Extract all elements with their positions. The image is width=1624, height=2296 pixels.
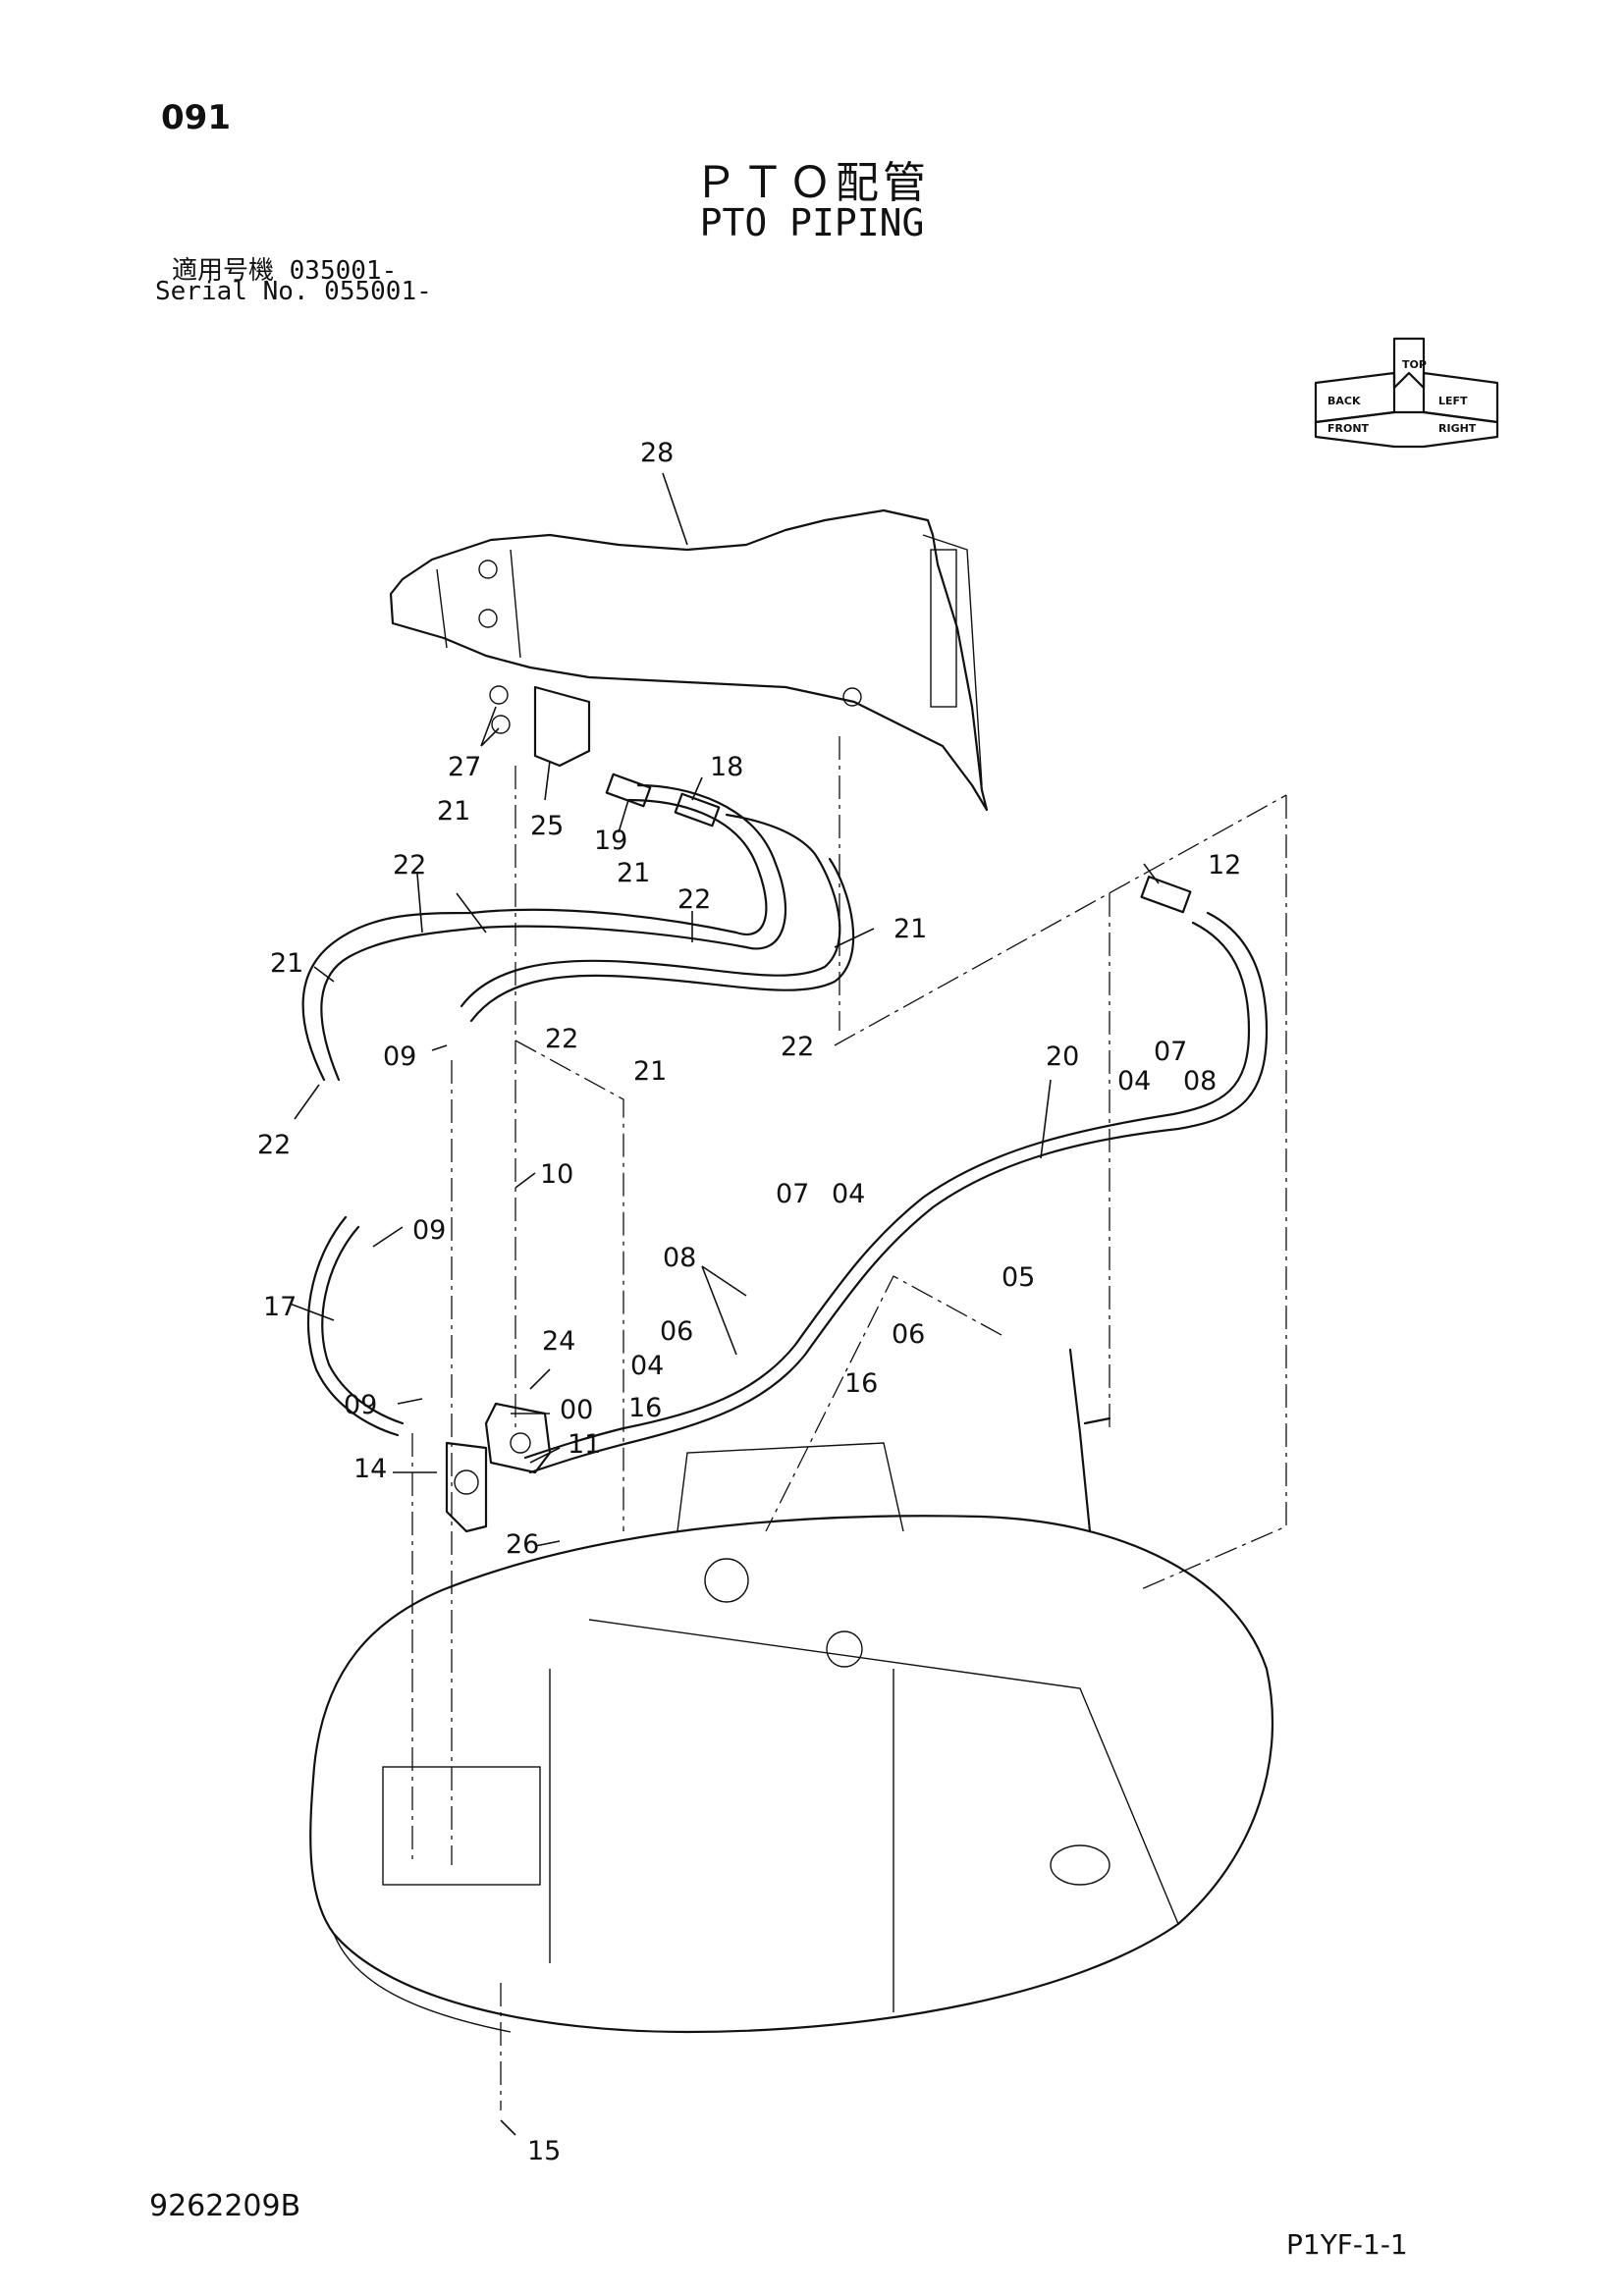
hoses-part-21	[301, 783, 855, 1082]
callout-16-b: 16	[628, 1393, 662, 1423]
bracket-part-14	[445, 1441, 488, 1533]
callout-21-e: 21	[633, 1056, 667, 1087]
callout-06-a: 06	[660, 1316, 693, 1347]
orientation-compass-icon: TOP BACK LEFT FRONT RIGHT	[1314, 337, 1499, 449]
callout-22-c: 22	[545, 1024, 578, 1054]
orientation-left-label: LEFT	[1438, 395, 1468, 407]
callout-21-d: 21	[270, 948, 303, 979]
callout-06-b: 06	[892, 1319, 925, 1350]
callout-08-b: 08	[663, 1243, 696, 1273]
callout-08-a: 08	[1183, 1066, 1217, 1096]
callout-24: 24	[542, 1326, 575, 1357]
callout-17: 17	[263, 1292, 297, 1322]
orientation-back-label: BACK	[1327, 395, 1361, 407]
applicable-serial-japanese: 適用号機 035001-	[172, 256, 398, 286]
callout-18: 18	[710, 752, 743, 782]
callout-21-c: 21	[893, 914, 927, 944]
callout-11: 11	[568, 1429, 601, 1460]
callout-04-c: 04	[630, 1351, 664, 1381]
callout-26: 26	[506, 1529, 539, 1560]
orientation-right-label: RIGHT	[1438, 422, 1477, 435]
pipe-assembly	[1068, 1348, 1111, 1533]
callout-27: 27	[448, 752, 481, 782]
upperstructure-frame	[309, 1442, 1274, 2034]
callout-28: 28	[640, 438, 674, 468]
callout-19: 19	[594, 826, 627, 856]
page-title-english: PTO PIPING	[699, 201, 925, 244]
callout-21-b: 21	[617, 858, 650, 888]
callout-16-a: 16	[844, 1368, 878, 1399]
callout-12: 12	[1208, 850, 1241, 881]
hose-part-17	[306, 1215, 405, 1437]
callout-14: 14	[353, 1454, 387, 1484]
bracket-part-25	[489, 685, 591, 768]
callout-labels: 28 27 25 19 18 21 21 21 21 21 22 22 22 2…	[257, 438, 1241, 2166]
callout-04-a: 04	[1117, 1066, 1151, 1096]
callout-leaders	[289, 472, 1160, 2136]
hose-part-20	[523, 876, 1269, 1474]
assembly-centerlines	[411, 736, 1287, 2110]
drawing-number: 9262209B	[149, 2189, 301, 2223]
callout-07-a: 07	[1154, 1037, 1187, 1067]
applicable-serial-english: Serial No. 055001-	[155, 277, 432, 306]
orientation-top-label: TOP	[1402, 358, 1427, 371]
callout-05: 05	[1001, 1262, 1035, 1293]
callout-25: 25	[530, 811, 564, 841]
orientation-front-label: FRONT	[1327, 422, 1370, 435]
callout-10: 10	[540, 1159, 573, 1190]
fittings-part-18-19	[605, 773, 721, 828]
callout-22-e: 22	[257, 1130, 291, 1160]
page-code: P1YF-1-1	[1286, 2228, 1408, 2261]
callout-09-a: 09	[383, 1041, 416, 1072]
callout-21-a: 21	[437, 796, 470, 827]
callout-04-b: 04	[832, 1179, 865, 1209]
callout-22-a: 22	[393, 850, 426, 881]
cover-part-28	[389, 508, 989, 812]
callout-00: 00	[560, 1395, 593, 1425]
callout-22-d: 22	[781, 1032, 814, 1062]
page-number: 091	[161, 98, 231, 137]
callout-09-b: 09	[412, 1215, 446, 1246]
page-title-japanese: ＰＴＯ配管	[694, 158, 930, 208]
callout-09-c: 09	[344, 1390, 377, 1420]
callout-20: 20	[1046, 1041, 1079, 1072]
callout-22-b: 22	[677, 884, 711, 915]
callout-15: 15	[527, 2136, 561, 2166]
callout-07-b: 07	[776, 1179, 809, 1209]
